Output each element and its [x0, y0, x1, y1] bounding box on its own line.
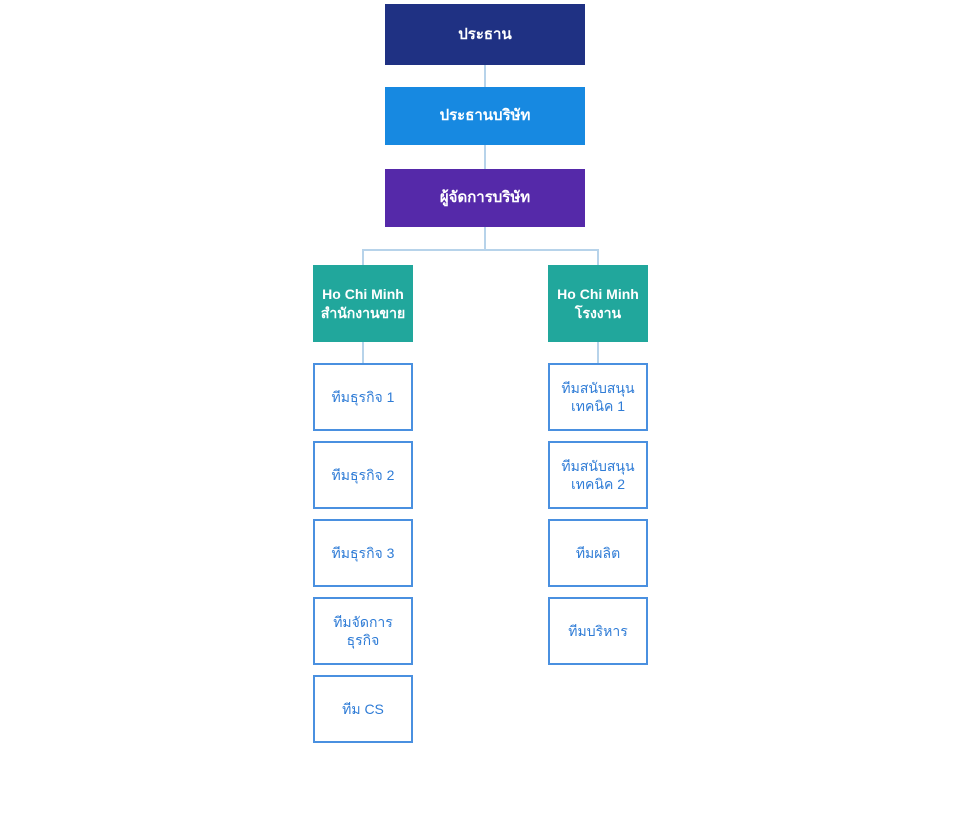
node-team-business-3: ทีมธุรกิจ 3 — [313, 519, 413, 587]
node-team-tech-support-1: ทีมสนับสนุน เทคนิค 1 — [548, 363, 648, 431]
connector-president-manager — [484, 145, 486, 169]
connector-sales-office-teams — [362, 342, 364, 363]
node-branch-factory: Ho Chi Minh โรงงาน — [548, 265, 648, 342]
node-team-tech-support-2: ทีมสนับสนุน เทคนิค 2 — [548, 441, 648, 509]
node-chairman: ประธาน — [385, 4, 585, 65]
node-team-business-1: ทีมธุรกิจ 1 — [313, 363, 413, 431]
node-team-production: ทีมผลิต — [548, 519, 648, 587]
connector-manager-branches — [484, 227, 486, 250]
node-branch-sales-office: Ho Chi Minh สำนักงานขาย — [313, 265, 413, 342]
node-company-president: ประธานบริษัท — [385, 87, 585, 145]
connector-factory-teams — [597, 342, 599, 363]
node-team-cs: ทีม CS — [313, 675, 413, 743]
connector-chairman-president — [484, 65, 486, 87]
connector-branch-left-drop — [362, 249, 364, 265]
node-team-administration: ทีมบริหาร — [548, 597, 648, 665]
node-company-manager: ผู้จัดการบริษัท — [385, 169, 585, 227]
node-team-business-management: ทีมจัดการ ธุรกิจ — [313, 597, 413, 665]
connector-branch-horizontal — [362, 249, 599, 251]
connector-branch-right-drop — [597, 249, 599, 265]
node-team-business-2: ทีมธุรกิจ 2 — [313, 441, 413, 509]
